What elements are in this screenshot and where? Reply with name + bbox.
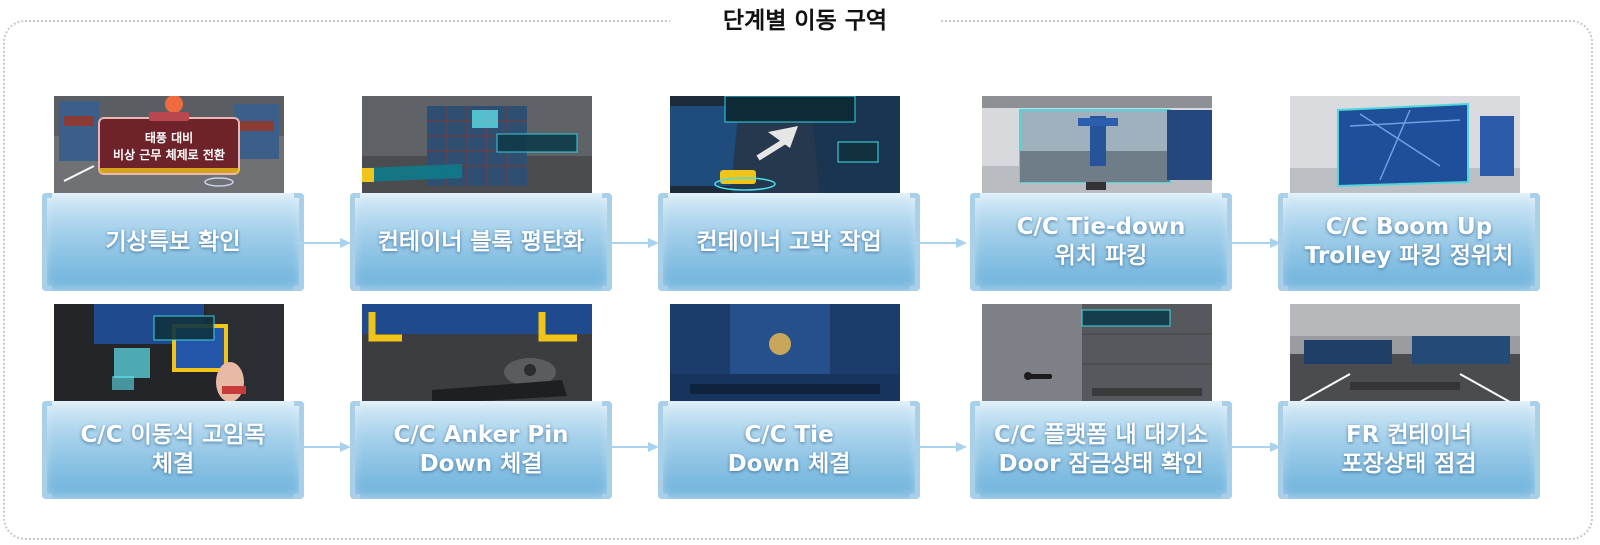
step-label-line-2: Down 체결	[727, 451, 851, 477]
step-label-line-1: C/C Boom Up	[1325, 214, 1493, 240]
step-10-thumbnail	[1290, 304, 1520, 404]
step-label: C/C Boom Up Trolley 파킹 정위치	[1292, 193, 1526, 291]
step-label: FR 컨테이너 포장상태 점검	[1292, 401, 1526, 499]
step-2-thumbnail	[362, 96, 592, 196]
step-7-thumbnail	[362, 304, 592, 404]
step-card: C/C 이동식 고임목 체결	[42, 401, 304, 499]
bracket-left	[1278, 193, 1288, 291]
step-label-line-1: 컨테이너 고박 작업	[696, 228, 882, 255]
step-card: C/C Anker Pin Down 체결	[350, 401, 612, 499]
step-label-line-1: C/C Tie	[744, 422, 834, 448]
step-label: 컨테이너 고박 작업	[672, 193, 906, 291]
step-label-line-2: Down 체결	[419, 451, 543, 477]
step-2[interactable]: 컨테이너 블록 평탄화	[350, 96, 612, 291]
step-3-thumbnail	[670, 96, 900, 196]
step-3[interactable]: 컨테이너 고박 작업	[658, 96, 920, 291]
step-1-thumbnail: 태풍 대비 비상 근무 체제로 전환	[54, 96, 284, 196]
arrow-right-icon	[296, 238, 351, 248]
step-8[interactable]: C/C Tie Down 체결	[658, 304, 920, 499]
bracket-right	[1530, 193, 1540, 291]
step-label: C/C 플랫폼 내 대기소 Door 잠금상태 확인	[984, 401, 1218, 499]
bracket-left	[970, 401, 980, 499]
step-label-line-1: 기상특보 확인	[105, 228, 241, 255]
step-card: C/C Tie Down 체결	[658, 401, 920, 499]
bracket-left	[350, 401, 360, 499]
bracket-left	[42, 401, 52, 499]
step-label-line-1: C/C 플랫폼 내 대기소	[993, 422, 1209, 448]
thumb-overlay-line-1: 태풍 대비	[145, 130, 193, 145]
bracket-right	[294, 401, 304, 499]
arrow-right-icon	[912, 238, 967, 248]
bracket-left	[658, 401, 668, 499]
step-label: C/C 이동식 고임목 체결	[56, 401, 290, 499]
bracket-left	[350, 193, 360, 291]
step-label-line-2: 포장상태 점검	[1341, 451, 1477, 477]
step-10[interactable]: FR 컨테이너 포장상태 점검	[1278, 304, 1540, 499]
step-card: 기상특보 확인	[42, 193, 304, 291]
step-label-line-2: Trolley 파킹 정위치	[1304, 243, 1514, 269]
step-label-line-1: C/C Anker Pin	[393, 422, 569, 448]
step-1[interactable]: 태풍 대비 비상 근무 체제로 전환 기상특보 확인	[42, 96, 304, 291]
step-5[interactable]: C/C Boom Up Trolley 파킹 정위치	[1278, 96, 1540, 291]
bracket-left	[1278, 401, 1288, 499]
step-label-line-1: FR 컨테이너	[1345, 422, 1473, 448]
step-label: 컨테이너 블록 평탄화	[364, 193, 598, 291]
step-label: C/C Tie Down 체결	[672, 401, 906, 499]
arrow-right-icon	[1226, 442, 1281, 452]
bracket-right	[1222, 401, 1232, 499]
step-label-line-1: 컨테이너 블록 평탄화	[377, 228, 585, 255]
step-card: 컨테이너 고박 작업	[658, 193, 920, 291]
thumb-overlay-line-2: 비상 근무 체제로 전환	[113, 147, 225, 162]
step-7[interactable]: C/C Anker Pin Down 체결	[350, 304, 612, 499]
step-label-line-2: 체결	[151, 451, 195, 477]
frame-title: 단계별 이동 구역	[670, 4, 940, 38]
step-card: C/C Boom Up Trolley 파킹 정위치	[1278, 193, 1540, 291]
step-4-thumbnail	[982, 96, 1212, 196]
step-8-thumbnail	[670, 304, 900, 404]
step-4[interactable]: C/C Tie-down 위치 파킹	[970, 96, 1232, 291]
step-label: C/C Anker Pin Down 체결	[364, 401, 598, 499]
arrow-right-icon	[604, 238, 659, 248]
step-card: FR 컨테이너 포장상태 점검	[1278, 401, 1540, 499]
step-label-line-1: C/C Tie-down	[1016, 214, 1186, 240]
step-label-line-2: Door 잠금상태 확인	[998, 451, 1204, 477]
arrow-right-icon	[604, 442, 659, 452]
step-9[interactable]: C/C 플랫폼 내 대기소 Door 잠금상태 확인	[970, 304, 1232, 499]
arrow-right-icon	[1226, 238, 1281, 248]
arrow-right-icon	[296, 442, 351, 452]
step-6-thumbnail	[54, 304, 284, 404]
step-label-line-1: C/C 이동식 고임목	[80, 422, 266, 448]
step-9-thumbnail	[982, 304, 1212, 404]
step-label: 기상특보 확인	[56, 193, 290, 291]
step-label: C/C Tie-down 위치 파킹	[984, 193, 1218, 291]
step-label-line-2: 위치 파킹	[1054, 243, 1148, 269]
bracket-left	[970, 193, 980, 291]
step-card: C/C 플랫폼 내 대기소 Door 잠금상태 확인	[970, 401, 1232, 499]
bracket-left	[658, 193, 668, 291]
bracket-left	[42, 193, 52, 291]
arrow-right-icon	[912, 442, 967, 452]
bracket-right	[910, 401, 920, 499]
bracket-right	[1530, 401, 1540, 499]
step-card: 컨테이너 블록 평탄화	[350, 193, 612, 291]
step-6[interactable]: C/C 이동식 고임목 체결	[42, 304, 304, 499]
step-5-thumbnail	[1290, 96, 1520, 196]
step-card: C/C Tie-down 위치 파킹	[970, 193, 1232, 291]
bracket-right	[602, 401, 612, 499]
